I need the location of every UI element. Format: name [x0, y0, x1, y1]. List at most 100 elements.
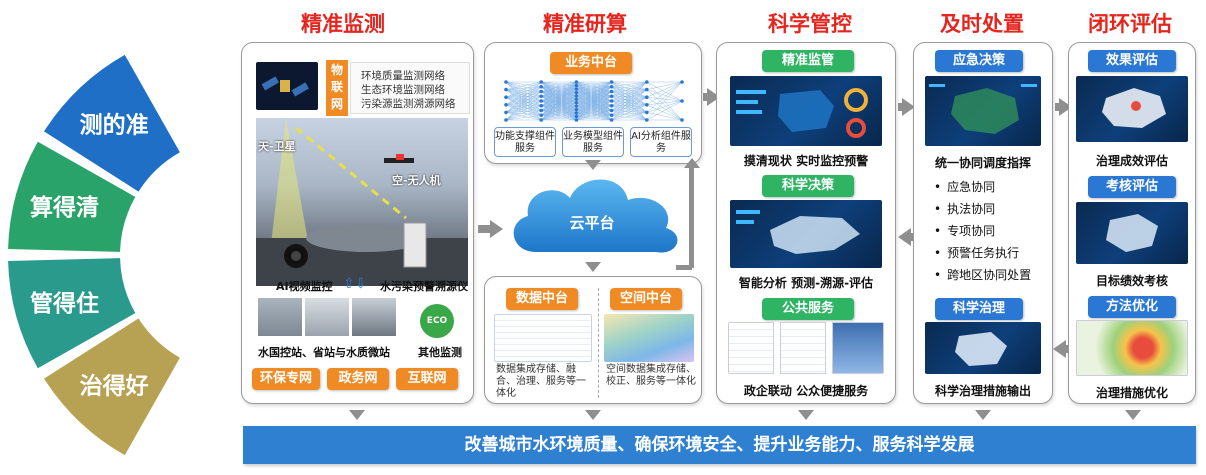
- nn-link: [541, 95, 577, 116]
- ring-segment-4: [44, 318, 180, 456]
- nn-link: [576, 110, 612, 117]
- arrow-down-dispose: [975, 410, 991, 420]
- nn-link: [541, 92, 577, 106]
- nn-node: [574, 94, 579, 98]
- arrow-dispose-evaluate-stem: [1055, 103, 1061, 111]
- nn-link: [576, 100, 612, 110]
- nn-node: [609, 108, 614, 113]
- nn-link: [541, 81, 577, 102]
- nn-link: [611, 112, 647, 121]
- ring-segment-3: [8, 258, 136, 369]
- nn-link: [505, 96, 542, 113]
- nn-link: [646, 81, 683, 90]
- nn-link: [611, 91, 647, 98]
- nn-link: [505, 110, 542, 113]
- nn-node: [574, 111, 579, 115]
- sub-service-1: 功能支撑组件服务: [494, 127, 556, 157]
- network-button-3[interactable]: 互联网: [396, 368, 458, 390]
- nn-link: [541, 88, 577, 102]
- nn-node: [574, 97, 579, 102]
- monitor-dashboard-graphic: [736, 88, 868, 138]
- nn-link: [611, 97, 647, 121]
- nn-link: [541, 102, 577, 121]
- stations-label: 水国控站、省站与水质微站: [258, 346, 390, 359]
- station-photo-3: [352, 298, 396, 336]
- network-line-2: 生态环境监测网络: [361, 84, 445, 96]
- nn-node: [539, 94, 543, 99]
- nn-link: [541, 85, 577, 116]
- nn-link: [576, 91, 612, 103]
- nn-link: [646, 112, 683, 121]
- assess-pill: 考核评估: [1088, 176, 1176, 198]
- arrow-evaluate-dispose-stem: [1065, 345, 1069, 353]
- network-list-box: 环境质量监测网络 生态环境监测网络 污染源监测溯源网络: [350, 62, 470, 114]
- nn-link: [611, 89, 647, 111]
- effect-pill: 效果评估: [1088, 50, 1176, 72]
- nn-node: [609, 80, 614, 84]
- nn-link: [646, 81, 683, 102]
- public-service-screenshots: [728, 322, 884, 374]
- nn-link: [541, 85, 577, 111]
- nn-link: [576, 105, 612, 117]
- nn-link: [505, 86, 542, 121]
- science-decision-pill: 科学决策: [762, 175, 854, 197]
- spatial-center-pill: 空间中台: [610, 288, 682, 310]
- nn-link: [541, 99, 577, 116]
- nn-link: [541, 92, 577, 121]
- nn-node: [609, 84, 614, 89]
- arrow-up-stem: [689, 168, 694, 268]
- dispose-item-3: 专项协同: [934, 220, 1031, 242]
- arrow-down-control: [798, 410, 814, 420]
- nn-node: [609, 113, 614, 118]
- nn-link: [505, 104, 542, 106]
- nn-link: [611, 89, 647, 106]
- ring-segment-1: [44, 54, 180, 192]
- nn-link: [611, 81, 647, 111]
- nn-link: [611, 81, 647, 121]
- public-service-pill: 公共服务: [762, 298, 854, 320]
- network-button-1[interactable]: 环保专网: [252, 368, 320, 390]
- method-screenshot: [1076, 320, 1188, 376]
- nn-node: [574, 104, 579, 108]
- effect-screenshot: [1076, 76, 1188, 142]
- nn-link: [576, 86, 612, 110]
- nn-link: [505, 81, 542, 121]
- sub-service-2: 业务模型组件服务: [562, 127, 624, 157]
- arrow-monitor-cloud-stem: [478, 225, 492, 233]
- public-service-shot-1: [728, 322, 774, 374]
- cloud-icon: [513, 179, 678, 253]
- nn-link: [576, 86, 612, 100]
- ring-label-2: 算得清: [30, 194, 99, 221]
- station-photo-2: [305, 298, 349, 336]
- nn-link: [611, 86, 647, 98]
- nn-link: [576, 86, 612, 121]
- nn-link: [611, 97, 647, 106]
- nn-node: [574, 114, 579, 119]
- arrow-control-dispose-stem: [898, 103, 904, 111]
- iot-badge: 物联网: [326, 60, 348, 116]
- arrow-up-head: [684, 158, 700, 168]
- title-dispose: 及时处置: [940, 12, 1024, 36]
- nn-node: [504, 118, 508, 122]
- nn-link: [576, 86, 612, 103]
- nn-link: [576, 81, 612, 110]
- nn-link: [541, 88, 577, 121]
- network-button-2[interactable]: 政务网: [327, 368, 389, 390]
- governance-screenshot: [925, 322, 1041, 374]
- nn-link: [541, 102, 577, 116]
- dispose-item-1: 应急协同: [934, 176, 1031, 198]
- nn-link: [541, 105, 577, 121]
- nn-link: [576, 91, 612, 107]
- nn-link: [541, 81, 577, 121]
- nn-link: [541, 85, 577, 97]
- data-center-pill: 数据中台: [506, 288, 578, 310]
- dispose-item-list: 应急协同 执法协同 专项协同 预警任务执行 跨地区协同处置: [934, 176, 1031, 286]
- nn-node: [609, 103, 614, 108]
- public-service-shot-3: [832, 322, 884, 374]
- emergency-map-graphic: [929, 84, 1037, 134]
- nn-node: [645, 87, 649, 92]
- governance-caption: 科学治理措施输出: [934, 384, 1031, 398]
- science-decision-screenshot: [730, 200, 882, 268]
- command-caption: 统一协同调度指挥: [934, 156, 1031, 170]
- nn-node: [645, 95, 649, 99]
